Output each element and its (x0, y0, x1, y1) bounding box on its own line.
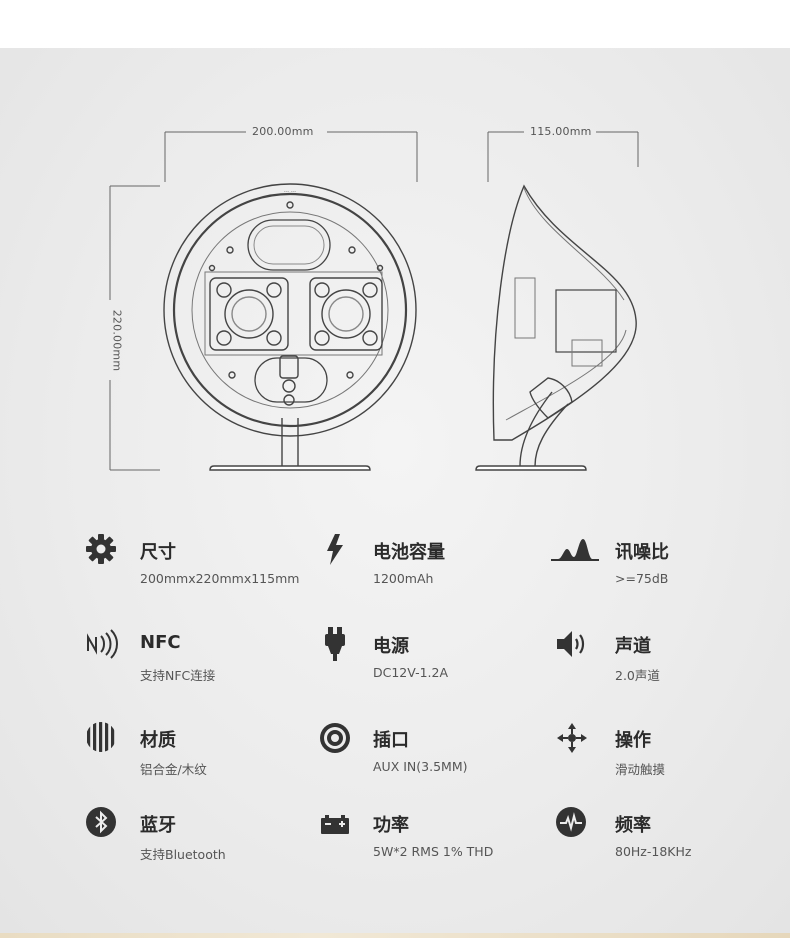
touch-arrows-icon (557, 723, 587, 753)
wood-grain-icon (87, 722, 115, 752)
spec-title: NFC (140, 632, 181, 653)
aux-port-icon (320, 723, 350, 753)
spec-title: 声道 (615, 636, 651, 657)
spec-title: 电池容量 (373, 542, 445, 563)
spec-item-snr: 讯噪比 >=75dB (550, 533, 770, 603)
spec-value: 200mmx220mmx115mm (140, 571, 300, 586)
bottom-strip (0, 933, 790, 938)
spec-item-channel: 声道 2.0声道 (555, 627, 775, 697)
spec-item-power: 功率 5W*2 RMS 1% THD (318, 806, 538, 876)
spec-item-nfc: NFC 支持NFC连接 (85, 627, 305, 697)
width-dimension-label: 200.00mm (252, 125, 314, 138)
spec-value: 2.0声道 (615, 668, 660, 683)
spec-title: 尺寸 (140, 542, 176, 563)
spec-item-operation: 操作 滑动触摸 (555, 721, 775, 791)
spec-value: 5W*2 RMS 1% THD (373, 844, 494, 859)
spec-value: DC12V-1.2A (373, 665, 449, 680)
spec-value: 1200mAh (373, 571, 434, 586)
spec-value: 滑动触摸 (615, 762, 666, 777)
frequency-icon (556, 807, 586, 837)
waveform-icon (551, 539, 599, 561)
spec-item-frequency: 频率 80Hz-18KHz (555, 806, 775, 876)
nfc-icon (87, 629, 118, 659)
content-panel (0, 48, 790, 933)
spec-title: 功率 (373, 815, 409, 836)
bluetooth-icon (86, 807, 116, 837)
speaker-icon (557, 631, 585, 657)
spec-title: 讯噪比 (615, 542, 669, 563)
spec-value: 铝合金/木纹 (140, 762, 207, 777)
spec-item-bluetooth: 蓝牙 支持Bluetooth (85, 806, 305, 876)
spec-title: 插口 (373, 730, 409, 751)
plug-icon (325, 627, 345, 661)
depth-dimension-label: 115.00mm (530, 125, 592, 138)
spec-value: >=75dB (615, 571, 669, 586)
spec-item-power-supply: 电源 DC12V-1.2A (318, 627, 538, 697)
spec-title: 蓝牙 (140, 815, 176, 836)
spec-value: AUX IN(3.5MM) (373, 759, 468, 774)
spec-item-battery-capacity: 电池容量 1200mAh (318, 533, 538, 603)
spec-value: 80Hz-18KHz (615, 844, 692, 859)
battery-icon (321, 815, 349, 834)
spec-title: 操作 (615, 730, 651, 751)
height-dimension-label: 220.00mm (110, 309, 124, 372)
speaker-technical-drawing: --- --- (109, 131, 639, 471)
spec-title: 电源 (373, 636, 409, 657)
spec-item-port: 插口 AUX IN(3.5MM) (318, 721, 538, 791)
spec-value: 支持NFC连接 (140, 668, 216, 683)
lightning-icon (327, 534, 343, 565)
spec-item-size: 尺寸 200mmx220mmx115mm (85, 533, 305, 603)
svg-text:--- ---: --- --- (284, 189, 297, 195)
spec-item-material: 材质 铝合金/木纹 (85, 721, 305, 791)
spec-title: 材质 (140, 730, 176, 751)
gear-icon (86, 534, 116, 564)
spec-value: 支持Bluetooth (140, 847, 226, 862)
spec-title: 频率 (615, 815, 651, 836)
